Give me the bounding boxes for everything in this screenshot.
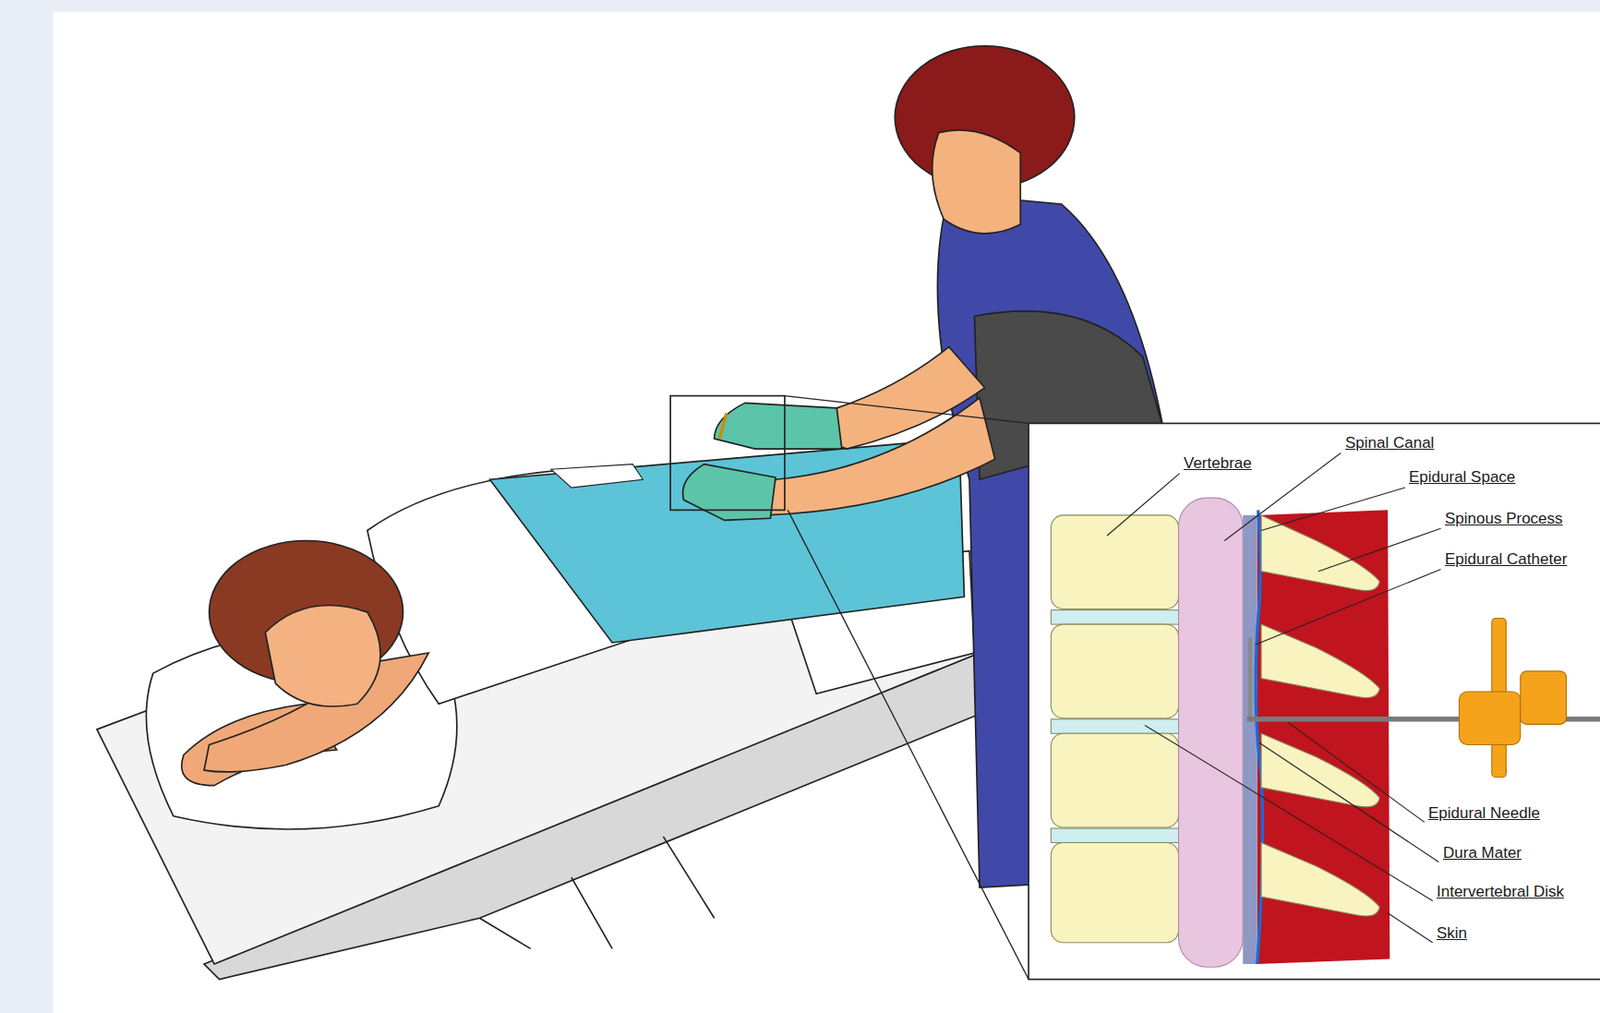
panel-ground: [52, 12, 1600, 1013]
patient-face: [264, 604, 381, 707]
glove: [683, 464, 776, 521]
doctor-face: [932, 130, 1022, 234]
zoom-box: [670, 396, 785, 511]
part-label: Dura Mater: [1443, 843, 1522, 863]
needle-hub: [719, 412, 727, 439]
part-label: Intervertebral Disk: [1436, 882, 1564, 902]
zoom-line: [787, 509, 1029, 979]
zoom-line: [784, 396, 1029, 424]
leader-lines: [1106, 453, 1441, 943]
part-label: Spinal Canal: [1345, 433, 1434, 453]
part-label: Epidural Needle: [1428, 804, 1540, 823]
gauze: [551, 464, 643, 488]
part-label: Epidural Space: [1408, 468, 1516, 487]
part-label: Skin: [1436, 924, 1468, 943]
spine-section: [1050, 497, 1390, 967]
glove: [714, 402, 843, 449]
inset-frame: [1028, 422, 1600, 979]
part-label: Spinous Process: [1444, 509, 1564, 529]
needle-hub: [1458, 617, 1566, 777]
part-label: Epidural Catheter: [1444, 550, 1567, 569]
epidural-catheter: [1248, 637, 1252, 719]
part-label: Vertebrae: [1183, 454, 1252, 473]
